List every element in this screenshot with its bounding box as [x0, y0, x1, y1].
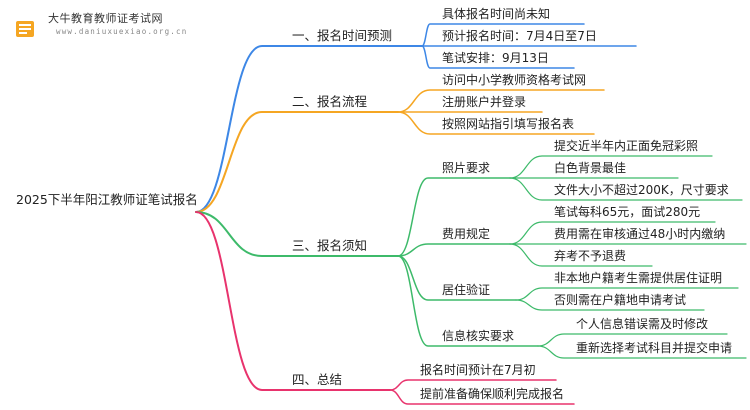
- leaf-connector: [537, 333, 728, 347]
- leaf-topic: 访问中小学教师资格考试网: [442, 73, 587, 87]
- sub-topic-4: 信息核实要求: [442, 329, 515, 343]
- sub-topic-3: 居住验证: [442, 283, 491, 297]
- sub-topic-1: 照片要求: [442, 161, 491, 175]
- branch-connector: [195, 111, 399, 213]
- leaf-connector: [421, 45, 575, 69]
- leaf-connector: [397, 111, 595, 135]
- leaf-topic: 费用需在审核通过48小时内缴纳: [554, 227, 726, 241]
- leaf-connector: [509, 243, 653, 267]
- sub-connector: [397, 243, 511, 257]
- branch-connector: [195, 45, 423, 213]
- leaf-connector: [509, 155, 713, 179]
- leaf-topic: 否则需在户籍地申请考试: [554, 293, 687, 307]
- leaf-connector: [515, 287, 739, 301]
- leaf-connector: [389, 389, 575, 405]
- branch-2-title: 二、报名流程: [292, 94, 368, 109]
- leaf-topic: 非本地户籍考生需提供居住证明: [554, 271, 723, 285]
- leaf-topic: 个人信息错误需及时修改: [576, 317, 709, 331]
- leaf-connector: [397, 89, 605, 113]
- leaf-topic: 按照网站指引填写报名表: [442, 117, 575, 131]
- leaf-topic: 重新选择考试科目并提交申请: [576, 341, 733, 355]
- leaf-connector: [537, 345, 747, 359]
- branch-3-title: 三、报名须知: [292, 238, 368, 253]
- leaf-topic: 提交近半年内正面免冠彩照: [554, 139, 699, 153]
- site-logo: 大牛教育教师证考试网 www.daniuxuexiao.org.cn: [8, 6, 186, 46]
- leaf-topic: 报名时间预计在7月初: [420, 363, 536, 377]
- leaf-topic: 预计报名时间：7月4日至7日: [442, 29, 597, 43]
- leaf-connector: [509, 221, 716, 245]
- leaf-topic: 弃考不予退费: [554, 249, 627, 263]
- branch-4-title: 四、总结: [292, 372, 343, 387]
- leaf-topic: 文件大小不超过200K，尺寸要求: [554, 183, 729, 197]
- leaf-topic: 提前准备确保顺利完成报名: [420, 387, 565, 401]
- leaf-topic: 笔试安排：9月13日: [442, 51, 549, 65]
- logo-subtitle: www.daniuxuexiao.org.cn: [56, 27, 188, 36]
- branch-1-title: 一、报名时间预测: [292, 28, 393, 43]
- root-topic: 2025下半年阳江教师证笔试报名: [16, 192, 198, 207]
- leaf-connector: [421, 23, 585, 47]
- leaf-connector: [509, 177, 743, 201]
- book-icon: [16, 21, 34, 37]
- sub-connector: [397, 177, 511, 257]
- leaf-topic: 具体报名时间尚未知: [442, 7, 551, 21]
- leaf-topic: 白色背景最佳: [554, 161, 627, 175]
- branch-connector: [195, 211, 391, 391]
- sub-connector: [397, 255, 517, 301]
- logo-title: 大牛教育教师证考试网: [48, 12, 163, 25]
- sub-connector: [397, 255, 539, 347]
- leaf-topic: 笔试每科65元，面试280元: [554, 205, 701, 219]
- leaf-topic: 注册账户并登录: [442, 95, 527, 109]
- leaf-connector: [515, 299, 705, 311]
- branch-connector: [195, 211, 399, 257]
- sub-topic-2: 费用规定: [442, 227, 491, 241]
